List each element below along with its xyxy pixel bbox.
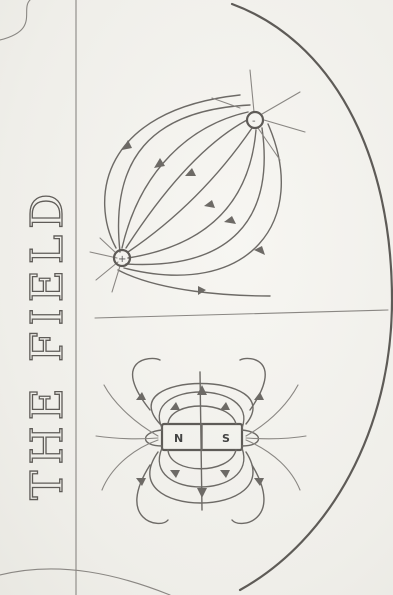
field-arrow	[224, 216, 236, 224]
magnet-field-line	[240, 358, 265, 410]
field-arrow	[254, 392, 264, 400]
field-arrow	[122, 140, 132, 150]
field-stub	[100, 238, 116, 253]
field-stub	[262, 92, 300, 114]
field-line	[128, 128, 252, 252]
divider-line	[95, 310, 388, 318]
field-line	[122, 112, 248, 248]
negative-charge-label: -	[252, 116, 256, 127]
top-left-arc	[0, 0, 30, 40]
field-line	[126, 120, 247, 248]
title-text: THE FIELD	[22, 188, 73, 500]
field-arrow	[170, 402, 180, 410]
magnet-field-line	[133, 358, 160, 410]
field-stub	[250, 70, 254, 112]
magnetic-field-diagram: N S	[96, 358, 306, 523]
field-arrow	[204, 200, 215, 208]
field-stub	[212, 98, 240, 108]
bottom-left-arc	[0, 569, 170, 595]
south-pole-label: S	[222, 432, 230, 445]
field-stub	[96, 262, 118, 280]
field-stub	[258, 128, 280, 160]
magnet-field-line	[232, 465, 264, 523]
magnet-field-line	[246, 440, 300, 490]
field-arrow	[197, 488, 207, 498]
outer-circle-arc	[232, 4, 392, 590]
field-arrow	[254, 478, 264, 486]
magnet-field-line	[246, 385, 298, 436]
electric-field-diagram: + -	[90, 70, 305, 296]
field-arrow	[198, 286, 206, 295]
field-arrow	[220, 470, 230, 478]
field-arrow	[220, 402, 230, 410]
field-arrow	[197, 385, 207, 395]
field-arrow	[170, 470, 180, 478]
field-stub	[112, 266, 120, 292]
positive-charge-label: +	[118, 254, 126, 265]
field-arrow	[136, 478, 146, 486]
field-line	[105, 95, 240, 248]
field-arrow	[136, 392, 146, 400]
magnet-field-line	[246, 436, 306, 439]
magnet-field-line	[96, 436, 158, 439]
north-pole-label: N	[174, 432, 183, 445]
